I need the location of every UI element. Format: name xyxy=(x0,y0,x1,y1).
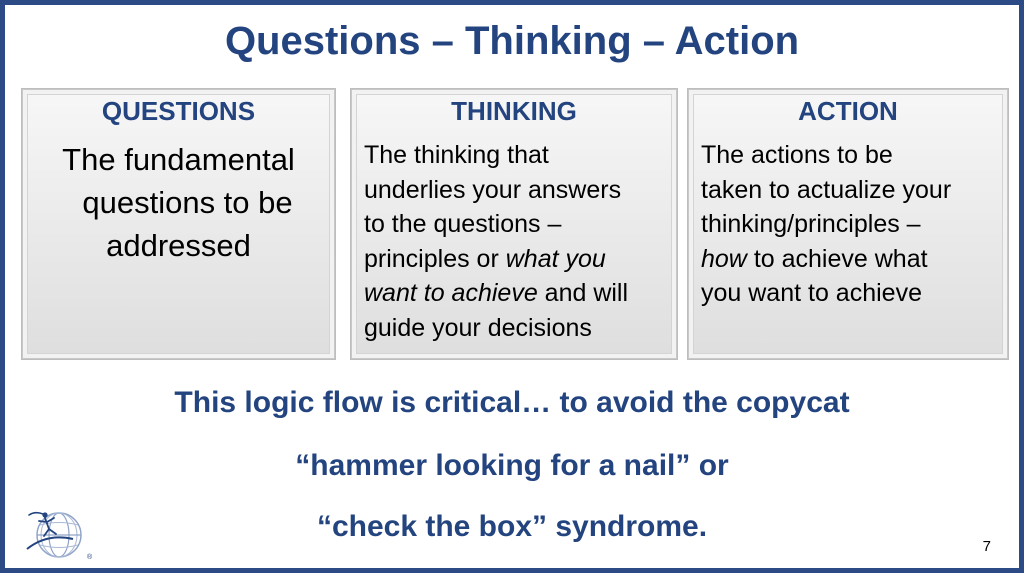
action-box: ACTION The actions to be taken to actual… xyxy=(688,89,1008,359)
thinking-body-line: want to achieve and will xyxy=(364,276,668,311)
thinking-text: and will xyxy=(537,279,629,307)
action-body-line: The actions to be xyxy=(701,141,893,169)
thinking-emphasis: want to achieve xyxy=(364,279,538,307)
thinking-box: THINKING The thinking that underlies you… xyxy=(351,89,677,359)
thinking-body-line: underlies your answers xyxy=(364,175,622,204)
questions-box: QUESTIONS The fundamental questions to b… xyxy=(22,89,335,359)
conclusion-line-3: “check the box” syndrome. xyxy=(316,510,708,543)
conclusion-line-2: “hammer looking for a nail” or xyxy=(295,449,729,482)
action-body-line: you want to achieve xyxy=(701,279,922,307)
globe-figure-logo-icon: ® xyxy=(23,503,97,563)
thinking-body-line: The thinking that xyxy=(364,141,549,169)
page-number: 7 xyxy=(982,538,991,555)
action-body-line: thinking/principles – xyxy=(701,210,921,238)
questions-heading: QUESTIONS xyxy=(101,96,256,126)
action-heading: ACTION xyxy=(798,96,898,126)
thinking-body: The thinking that underlies your answers… xyxy=(364,138,668,345)
questions-body-line: addressed xyxy=(106,228,251,263)
questions-body-line: The fundamental xyxy=(62,142,295,177)
thinking-text: principles or xyxy=(364,244,506,273)
questions-body: The fundamental questions to be addresse… xyxy=(37,138,320,267)
conclusion-line-1: This logic flow is critical… to avoid th… xyxy=(174,386,850,419)
action-emphasis: how xyxy=(701,244,747,273)
thinking-body-line: guide your decisions xyxy=(364,313,592,342)
thinking-body-line: principles or what you xyxy=(364,242,668,277)
thinking-emphasis: what you xyxy=(505,244,606,273)
questions-body-line: questions to be xyxy=(82,185,293,220)
thinking-heading: THINKING xyxy=(451,96,577,126)
thinking-body-line: to the questions – xyxy=(364,210,562,238)
action-body: The actions to be taken to actualize you… xyxy=(701,138,999,311)
slide-title: Questions – Thinking – Action xyxy=(224,19,800,63)
action-body-line: taken to actualize your xyxy=(701,175,952,204)
logo-registered-mark: ® xyxy=(87,553,93,561)
action-text: to achieve what xyxy=(746,244,928,273)
action-body-line: how to achieve what xyxy=(701,242,999,277)
